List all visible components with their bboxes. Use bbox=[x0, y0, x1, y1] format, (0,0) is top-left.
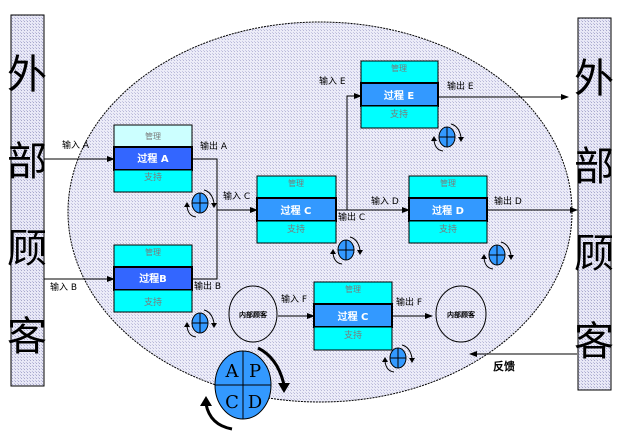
external-customer-left-char: 外 bbox=[7, 52, 47, 98]
process-b-name: 过程B bbox=[139, 272, 167, 285]
internal-customer-right: 内部顾客 bbox=[435, 285, 487, 343]
rotation-arrow-icon bbox=[204, 403, 233, 431]
input-b-label: 输入 B bbox=[50, 281, 77, 293]
output-a-line bbox=[192, 158, 218, 210]
process-d-management: 管理 bbox=[440, 178, 456, 188]
external-customer-right: 外 部 顾 客 bbox=[574, 17, 614, 391]
pdca-cycle-small bbox=[431, 123, 464, 152]
pdca-cycle-small bbox=[184, 189, 217, 218]
process-e[interactable]: 管理 过程 E 支持 bbox=[360, 60, 439, 129]
pdca-cycle-small bbox=[184, 309, 217, 338]
rotation-arrow-icon bbox=[384, 360, 395, 373]
rotation-arrow-icon bbox=[450, 123, 462, 138]
pdca-cycle-large: A P C D bbox=[200, 346, 290, 431]
internal-customer-right-label: 内部顾客 bbox=[447, 310, 476, 319]
process-a[interactable]: 管理 过程 A 支持 bbox=[113, 124, 193, 193]
process-c[interactable]: 管理 过程 C 支持 bbox=[256, 175, 337, 244]
rotation-arrow-icon bbox=[332, 252, 343, 265]
external-customer-left-char: 部 bbox=[7, 139, 47, 185]
input-a-label: 输入 A bbox=[62, 139, 90, 151]
process-e-name: 过程 E bbox=[384, 89, 414, 102]
process-a-management: 管理 bbox=[145, 131, 161, 141]
pdca-cycle-small bbox=[382, 344, 415, 373]
external-customer-left: 外 部 顾 客 bbox=[7, 14, 47, 387]
output-f-label: 输出 F bbox=[396, 296, 422, 308]
connectors bbox=[44, 93, 578, 357]
output-d-label: 输出 D bbox=[494, 195, 522, 207]
process-d[interactable]: 管理 过程 D 支持 bbox=[408, 175, 488, 244]
process-b-management: 管理 bbox=[145, 247, 161, 257]
process-f-management: 管理 bbox=[345, 284, 361, 294]
pdca-p: P bbox=[249, 361, 261, 382]
input-e-arrow bbox=[346, 93, 362, 210]
rotation-arrow-icon bbox=[500, 241, 512, 256]
pdca-d: D bbox=[248, 392, 262, 413]
process-a-name: 过程 A bbox=[137, 152, 168, 165]
output-b-label: 输出 B bbox=[194, 280, 221, 292]
pdca-cycle-small bbox=[330, 236, 363, 265]
input-d-label: 输入 D bbox=[371, 195, 399, 207]
internal-customer-left: 内部顾客 bbox=[228, 285, 278, 343]
rotation-arrow-icon bbox=[401, 344, 413, 359]
input-e-label: 输入 E bbox=[319, 75, 346, 87]
external-customer-right-char: 客 bbox=[574, 319, 614, 365]
process-b[interactable]: 管理 过程B 支持 bbox=[113, 244, 193, 313]
process-c-support: 支持 bbox=[287, 223, 305, 235]
external-customer-right-char: 部 bbox=[574, 144, 614, 190]
pdca-cycle-small bbox=[481, 241, 514, 270]
process-d-support: 支持 bbox=[439, 223, 457, 235]
process-e-support: 支持 bbox=[390, 108, 408, 120]
external-customer-right-char: 外 bbox=[574, 56, 614, 102]
feedback-label: 反馈 bbox=[493, 359, 515, 373]
rotation-arrow-icon bbox=[349, 236, 361, 251]
process-c-management: 管理 bbox=[288, 178, 304, 188]
output-a-label: 输出 A bbox=[200, 140, 228, 152]
rotation-arrow-icon bbox=[186, 325, 197, 338]
process-a-support: 支持 bbox=[144, 171, 162, 183]
rotation-arrow-icon bbox=[203, 189, 215, 204]
process-c-name: 过程 C bbox=[281, 204, 312, 217]
output-c-label: 输出 C bbox=[338, 211, 365, 223]
process-b-support: 支持 bbox=[144, 296, 162, 308]
rotation-arrow-icon bbox=[186, 205, 197, 218]
rotation-arrow-icon bbox=[203, 309, 215, 324]
rotation-arrow-icon bbox=[433, 139, 444, 152]
external-customer-left-char: 客 bbox=[7, 314, 47, 360]
process-f-name: 过程 C bbox=[338, 310, 369, 323]
pdca-c: C bbox=[225, 392, 239, 413]
output-e-label: 输出 E bbox=[447, 80, 474, 92]
process-e-management: 管理 bbox=[391, 63, 407, 73]
external-customer-right-char: 顾 bbox=[574, 231, 614, 277]
external-customer-left-char: 顾 bbox=[7, 226, 47, 272]
rotation-arrow-icon bbox=[257, 346, 286, 386]
output-b-line bbox=[192, 210, 218, 280]
process-d-name: 过程 D bbox=[432, 204, 464, 217]
process-f-support: 支持 bbox=[344, 329, 362, 341]
rotation-arrow-icon bbox=[483, 257, 494, 270]
input-c-label: 输入 C bbox=[223, 190, 250, 202]
mini-pdca-group bbox=[184, 123, 514, 373]
internal-customer-left-label: 内部顾客 bbox=[239, 310, 268, 319]
input-f-label: 输入 F bbox=[281, 293, 307, 305]
pdca-a: A bbox=[225, 361, 240, 382]
process-f[interactable]: 管理 过程 C 支持 bbox=[313, 281, 393, 351]
